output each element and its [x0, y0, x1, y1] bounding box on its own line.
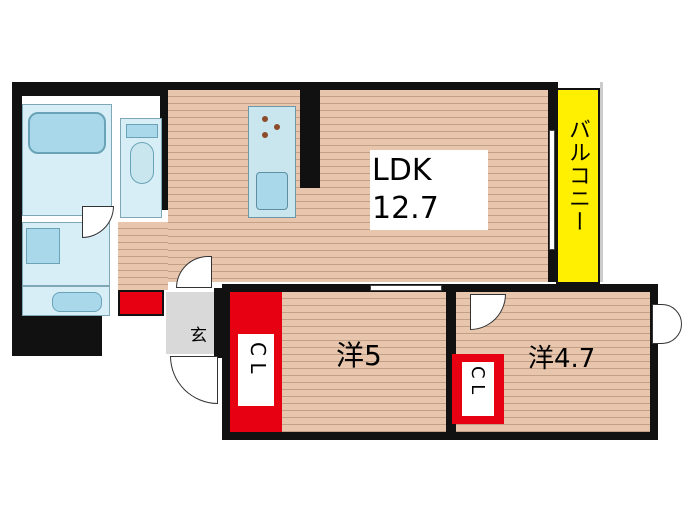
washing-machine-icon	[26, 228, 60, 264]
sink-icon	[256, 172, 288, 210]
ldk-left-wall	[160, 90, 168, 210]
ldk-name: LDK	[372, 153, 432, 188]
ldk-label-box	[370, 150, 488, 230]
room1-floor	[282, 292, 446, 432]
vanity-sink-icon	[52, 292, 102, 312]
balcony-rail	[600, 82, 603, 282]
closet1-label: C L	[246, 342, 270, 374]
kitchen-partition	[300, 90, 320, 188]
wall-top-main	[160, 82, 558, 90]
entrance-area	[166, 292, 216, 354]
corridor-floor	[118, 222, 168, 290]
wall-left	[12, 82, 22, 344]
room1-door-slot	[370, 285, 442, 291]
balcony	[556, 88, 600, 284]
ldk-floor	[168, 90, 550, 282]
stove-icon	[256, 112, 288, 144]
room2-label: 洋4.7	[528, 344, 596, 374]
closet2-inner	[462, 362, 494, 416]
room1-label: 洋5	[336, 339, 382, 372]
ldk-size: 12.7	[372, 191, 439, 226]
wall-top-left	[12, 82, 172, 96]
entrance-wall	[214, 288, 222, 358]
shoe-cabinet	[118, 290, 164, 316]
entrance-label: 玄	[190, 326, 207, 346]
toilet-tank-icon	[126, 124, 158, 138]
wall-bottom-left	[12, 316, 102, 356]
bathtub-icon	[28, 112, 106, 154]
room2-window-door-icon	[652, 304, 682, 344]
ldk-window	[549, 130, 555, 250]
entrance-door-icon	[170, 356, 218, 404]
balcony-label: バルコニー	[565, 118, 590, 233]
toilet-bowl-icon	[130, 142, 154, 184]
closet2-label: C L	[467, 366, 488, 395]
closet1-inner	[238, 334, 274, 406]
